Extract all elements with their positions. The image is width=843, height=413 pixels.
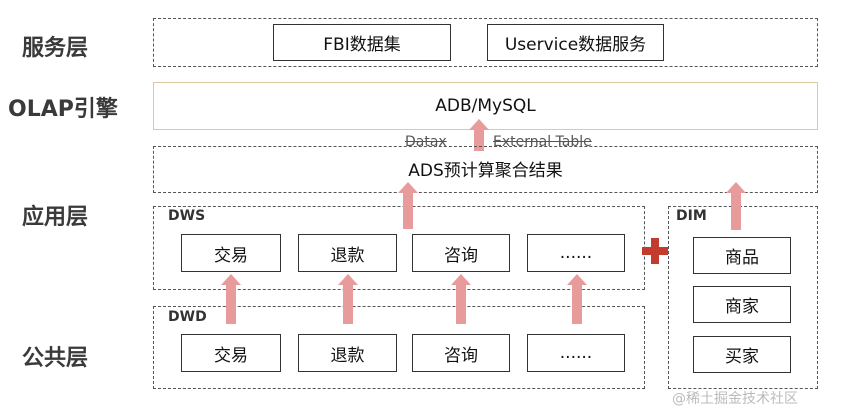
dws-item-consult: 咨询	[412, 234, 510, 272]
arrow-up-to-olap	[468, 119, 490, 151]
arrow-up-dws-to-ads	[397, 182, 419, 229]
dws-item-more: ......	[527, 234, 625, 272]
dws-item-trade: 交易	[181, 234, 281, 272]
service-item-fbi: FBI数据集	[273, 24, 451, 61]
ads-layer-container	[153, 146, 818, 193]
arrow-up-dwd-trade	[220, 274, 242, 324]
dwd-item-refund: 退款	[298, 334, 397, 372]
dwd-item-consult: 咨询	[412, 334, 510, 372]
dwd-container	[153, 306, 645, 389]
watermark-text: @稀土掘金技术社区	[672, 391, 798, 407]
service-item-uservice: Uservice数据服务	[487, 24, 664, 61]
dim-label: DIM	[676, 208, 707, 224]
dim-item-product: 商品	[693, 237, 791, 274]
dws-item-refund: 退款	[298, 234, 397, 272]
dim-item-buyer: 买家	[693, 336, 791, 373]
arrow-up-dwd-more	[566, 274, 588, 324]
dwd-item-trade: 交易	[181, 334, 281, 372]
dwd-label: DWD	[168, 309, 207, 325]
layer-label-service: 服务层	[22, 36, 89, 61]
service-layer-container	[153, 18, 818, 67]
layer-label-app: 应用层	[22, 205, 89, 230]
dim-container	[668, 206, 818, 389]
arrow-up-dwd-refund	[337, 274, 359, 324]
arrow-up-dim-to-ads	[725, 182, 747, 230]
layer-label-olap: OLAP引擎	[8, 97, 118, 122]
plus-icon	[642, 238, 668, 264]
dws-label: DWS	[168, 208, 206, 224]
layer-label-common: 公共层	[22, 346, 89, 371]
dwd-item-more: ......	[527, 334, 625, 372]
arrow-up-dwd-consult	[450, 274, 472, 324]
dim-item-merchant: 商家	[693, 286, 791, 323]
ads-result-label: ADS预计算聚合结果	[408, 161, 563, 181]
